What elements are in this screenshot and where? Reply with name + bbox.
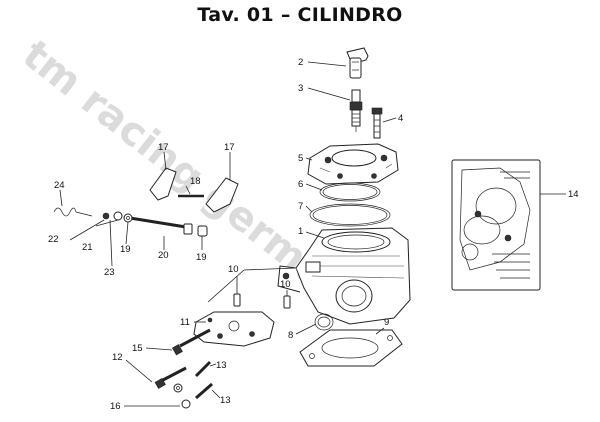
callout-2: 2: [298, 57, 303, 68]
callout-19-a: 19: [120, 244, 131, 255]
callout-15: 15: [132, 343, 143, 354]
valve-shaft: [129, 216, 193, 235]
callout-9: 9: [384, 317, 389, 328]
callout-19-b: 19: [196, 252, 207, 263]
callout-1: 1: [298, 226, 303, 237]
gasket-kit: [451, 159, 541, 291]
callout-17-a: 17: [158, 142, 169, 153]
spark-plug: [349, 89, 363, 132]
callout-24: 24: [54, 180, 65, 191]
valve-levers: [149, 167, 239, 213]
callout-20: 20: [158, 250, 169, 261]
callout-13-a: 13: [216, 360, 227, 371]
callout-12: 12: [112, 352, 123, 363]
head-o-ring: [319, 182, 381, 202]
callout-11: 11: [180, 317, 190, 328]
callout-13-b: 13: [220, 395, 231, 406]
callout-7: 7: [298, 201, 303, 212]
callout-23: 23: [104, 267, 115, 278]
callout-10-b: 10: [280, 279, 291, 290]
callout-22: 22: [48, 234, 59, 245]
callout-3: 3: [298, 83, 303, 94]
studs: [194, 360, 213, 400]
washer-nut: [173, 383, 191, 409]
small-hardware: [53, 207, 208, 237]
callout-21: 21: [82, 242, 93, 253]
cylinder: [277, 227, 411, 325]
head-bolt: [371, 107, 383, 139]
callout-8: 8: [288, 330, 293, 341]
callout-5: 5: [298, 153, 303, 164]
short-bolt: [154, 366, 187, 389]
callout-4: 4: [398, 113, 403, 124]
callout-labels: 1 2 3 4 5 6 7 8 9 10 10 11 12 13 13 14 1…: [48, 57, 579, 412]
dowel-pins: [233, 293, 291, 309]
base-o-ring: [309, 203, 391, 227]
leader-lines: [59, 61, 566, 407]
callout-17-b: 17: [224, 142, 235, 153]
exhaust-o-ring: [314, 313, 334, 331]
callout-18: 18: [190, 176, 201, 187]
callout-14: 14: [568, 189, 579, 200]
cylinder-head: [307, 143, 399, 185]
spark-plug-cap: [346, 47, 369, 79]
callout-16: 16: [110, 401, 121, 412]
page-title: Tav. 01 – CILINDRO: [197, 4, 403, 26]
valve-housing: [193, 311, 275, 347]
callout-10-a: 10: [228, 264, 239, 275]
base-gasket: [299, 329, 403, 367]
housing-bolt: [171, 328, 211, 356]
callout-6: 6: [298, 179, 303, 190]
